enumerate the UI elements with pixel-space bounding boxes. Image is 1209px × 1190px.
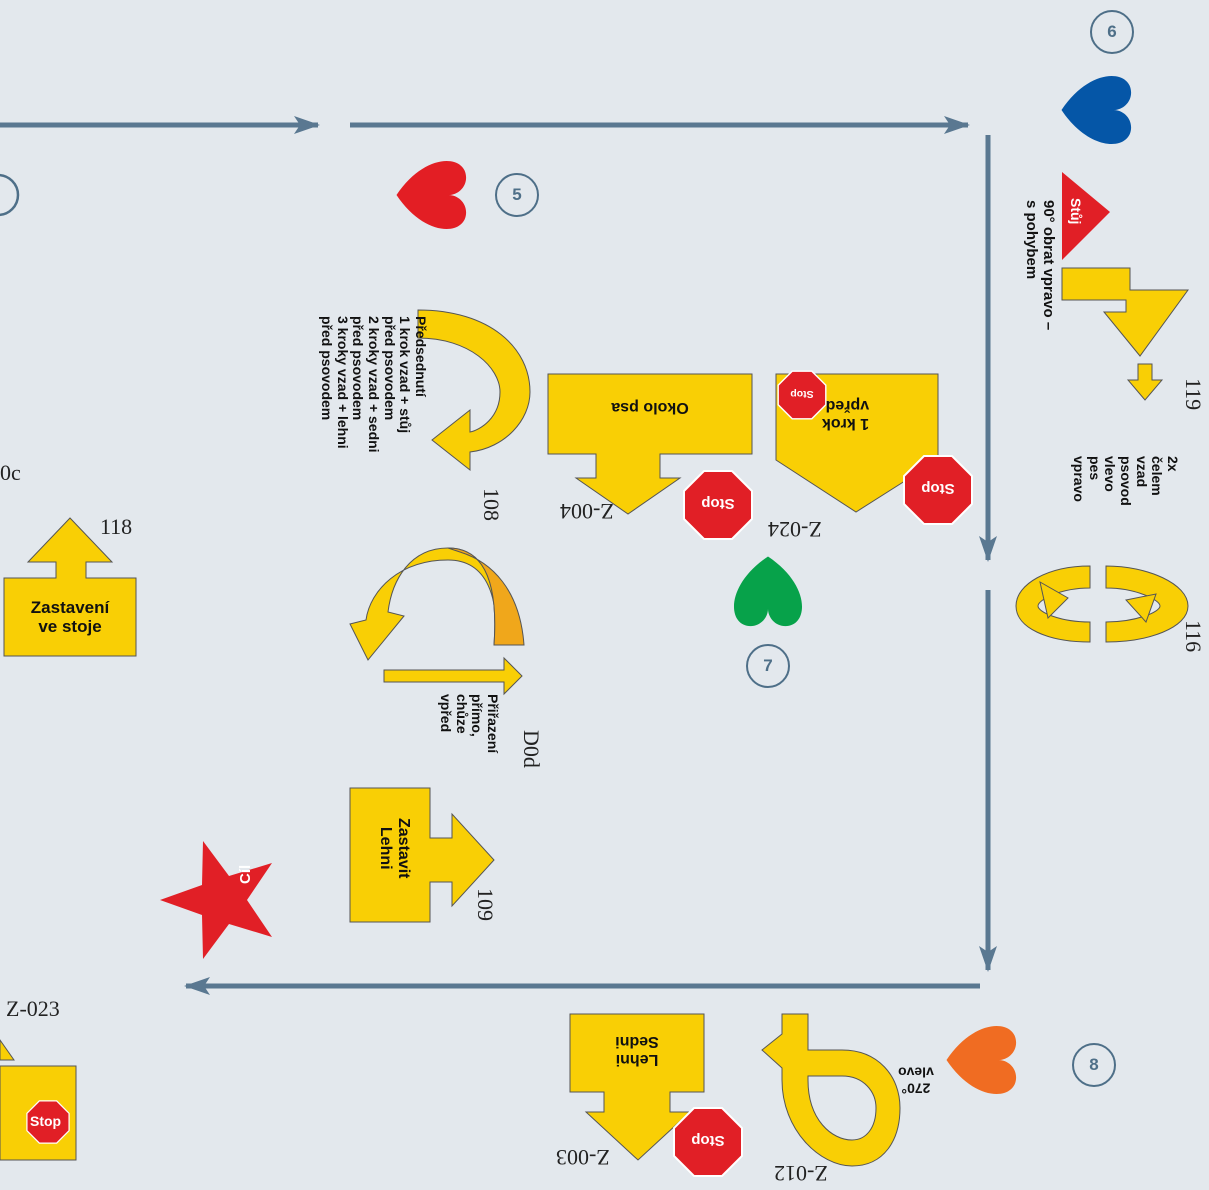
sign-118-halt-standing	[3, 517, 137, 657]
stop-sign-small-icon	[26, 1100, 70, 1144]
code-109: 109	[473, 888, 498, 921]
code-D0d: D0d	[519, 730, 544, 768]
stop-sign-small-icon: Stop	[777, 370, 827, 420]
heart-green-icon	[733, 556, 803, 627]
station-number-5: 5	[495, 173, 539, 217]
u-turn-arrow-icon	[417, 309, 531, 472]
label-90-obrat-vpravo: 90° obrat vpravo – s pohybem	[1023, 200, 1057, 331]
label-stop-partial: Stop	[30, 1113, 62, 1129]
arrow-right-icon	[349, 787, 495, 923]
stop-sign-icon: Stop	[673, 1107, 743, 1177]
sign-D0d-heel	[349, 547, 525, 696]
label-zastavit-lehni: Zastavit Lehni	[377, 818, 412, 879]
small-arrow-down-icon	[1126, 363, 1164, 401]
sign-Z-024-step-forward: Stop Stop	[775, 370, 973, 525]
sign-Z-003-down-sit: Stop	[569, 1013, 743, 1177]
heart-orange-icon	[946, 1025, 1017, 1095]
sign-109-stop-down	[349, 787, 495, 923]
code-116: 116	[1181, 620, 1206, 653]
course-path	[0, 116, 997, 995]
sign-Z-004-around-dog: Stop	[547, 373, 753, 540]
label-predsednuti: Předsednutí 1 krok vzad + stůj před psov…	[318, 316, 429, 453]
code-Z-024: Z-024	[768, 517, 822, 542]
label-prirazeni-primo: Přiřazení přímo, chůze vpřed	[437, 694, 501, 754]
sign-Z-012-turn-270-left	[761, 1013, 901, 1167]
label-stuj: Stůj	[1068, 198, 1084, 225]
partial-station-circle	[0, 173, 20, 217]
code-118: 118	[100, 514, 133, 539]
code-left: 0c	[0, 460, 21, 485]
finish-star-icon	[160, 841, 272, 959]
label-1-krok-vpred: 1 krok vpřed	[822, 396, 870, 432]
stop-sign-icon: Stop	[903, 455, 973, 525]
heart-red-icon	[396, 160, 467, 230]
circular-arrow-icon	[1125, 593, 1157, 623]
stop-sign-icon: Stop	[683, 470, 753, 540]
sign-119-turn-right	[1061, 172, 1189, 401]
station-number-7: 7	[746, 644, 790, 688]
sign-Z-023-partial	[0, 1039, 77, 1161]
code-Z-023: Z-023	[6, 996, 60, 1021]
station-number-8: 8	[1072, 1043, 1116, 1087]
svg-text:Stop: Stop	[921, 480, 954, 497]
station-number-6: 6	[1090, 10, 1134, 54]
label-okolo-psa: Okolo psa	[611, 398, 689, 416]
label-2x-celem-vzad: 2x čelem vzad psovod vlevo pes vpravo	[1070, 456, 1181, 506]
svg-text:Stop: Stop	[790, 388, 813, 400]
code-Z-003: Z-003	[556, 1145, 610, 1170]
code-108: 108	[479, 488, 504, 521]
svg-text:Stop: Stop	[691, 1132, 724, 1149]
sign-116-about-turn	[1015, 565, 1189, 643]
circular-arrow-icon	[1039, 581, 1069, 619]
svg-text:Stop: Stop	[701, 495, 734, 512]
label-cil: Cíl	[237, 864, 254, 884]
code-Z-012: Z-012	[774, 1161, 828, 1186]
label-zastaveni-ve-stoje: Zastavení ve stoje	[30, 598, 110, 637]
code-119: 119	[1181, 378, 1206, 411]
code-Z-004: Z-004	[560, 499, 614, 524]
turn-right-arrow-icon	[1061, 267, 1189, 357]
sign-108-u-turn	[417, 309, 531, 472]
arrow-right-icon	[383, 656, 523, 696]
stand-triangle-icon	[1062, 172, 1110, 260]
arrow-up-icon	[3, 517, 137, 657]
heart-blue-icon	[1061, 75, 1132, 145]
label-270-vlevo: 270° vlevo	[898, 1064, 934, 1097]
label-lehni-sedni: Lehni Sedni	[615, 1032, 659, 1068]
